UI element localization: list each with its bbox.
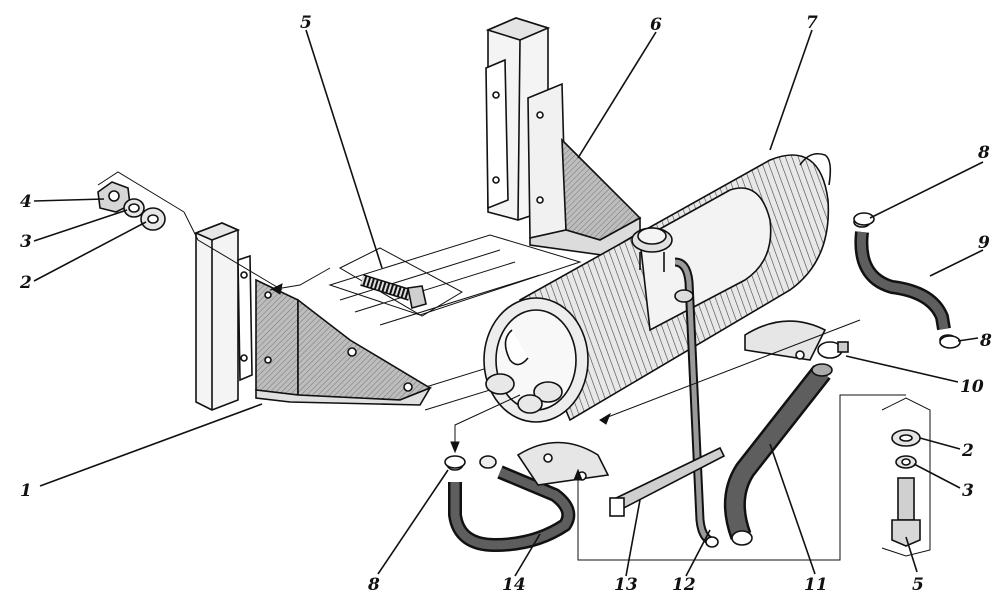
callout-9: 9 xyxy=(978,233,990,253)
callout-labels: 1 2 3 4 5 6 7 8 9 8 10 2 3 5 11 12 13 14… xyxy=(19,13,992,595)
callout-1: 1 xyxy=(20,481,32,501)
callout-8-right: 8 xyxy=(979,331,992,351)
curved-hose-upper xyxy=(853,216,957,346)
main-cylinder xyxy=(483,152,832,423)
callout-7: 7 xyxy=(806,13,818,33)
callout-3-right: 3 xyxy=(962,481,974,501)
clamp-strap xyxy=(609,446,726,517)
callout-8-bottom: 8 xyxy=(367,575,380,595)
vertical-pipe xyxy=(674,257,719,548)
assembly-guide-lines xyxy=(183,211,906,561)
support-saddle-upper xyxy=(744,320,827,361)
support-saddle-lower xyxy=(516,441,610,486)
callout-5-bottom: 5 xyxy=(912,575,924,595)
bolt-upper xyxy=(338,247,464,317)
callout-3-left: 3 xyxy=(20,232,32,252)
callout-12: 12 xyxy=(672,575,696,595)
callout-2-right: 2 xyxy=(961,441,974,461)
top-frame-post xyxy=(485,17,551,221)
callout-8-upper: 8 xyxy=(977,143,990,163)
callout-10: 10 xyxy=(960,377,984,397)
leader-lines xyxy=(33,29,984,577)
callout-6: 6 xyxy=(650,15,662,35)
callout-14: 14 xyxy=(502,575,526,595)
bolt-and-washers-right xyxy=(881,397,931,557)
callout-2-left: 2 xyxy=(19,273,32,293)
callout-13: 13 xyxy=(614,575,638,595)
nut-and-washers-left xyxy=(97,171,185,231)
callout-11: 11 xyxy=(804,575,828,595)
hose-clamp xyxy=(817,341,849,359)
left-mounting-bracket xyxy=(255,278,432,406)
callout-4: 4 xyxy=(20,192,32,212)
top-mounting-bracket xyxy=(527,82,642,256)
small-clamps xyxy=(444,212,961,469)
callout-5-top: 5 xyxy=(300,13,312,33)
large-hose xyxy=(723,363,833,546)
left-frame-post xyxy=(193,222,253,411)
